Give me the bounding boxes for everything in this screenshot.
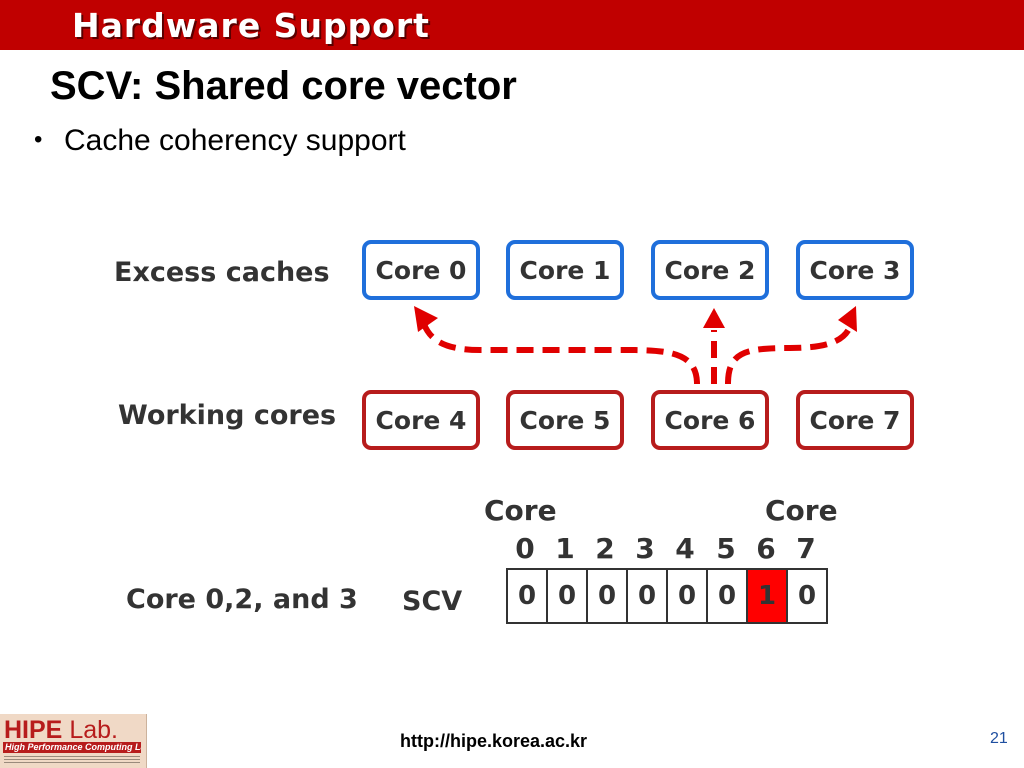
header-bar [0,0,1024,50]
scv-bit-set: 1 [746,568,788,624]
scv-vector-label: SCV [402,586,463,617]
arrow-to-core-0 [421,322,700,385]
logo-lab: Lab. [69,716,118,744]
slide-title: SCV: Shared core vector [50,64,517,108]
bullet-item: • Cache coherency support [34,124,406,158]
excess-caches-label: Excess caches [114,257,330,288]
core-box-2: Core 2 [651,240,769,300]
bullet-text: Cache coherency support [64,124,406,157]
footer-url: http://hipe.korea.ac.kr [400,731,588,751]
scv-bit: 0 [546,568,588,624]
scv-index: 6 [756,532,776,565]
working-cores-label: Working cores [118,400,337,431]
scv-index: 7 [796,532,816,565]
arrowhead-core-3 [838,306,857,332]
core-box-3: Core 3 [796,240,914,300]
scv-bit: 0 [666,568,708,624]
hipe-lab-logo: HIPE Lab. High Performance Computing Lab [0,714,147,768]
scv-core-header-right: Core [765,494,838,527]
logo-subtitle: High Performance Computing Lab [3,742,141,753]
scv-index: 2 [595,532,615,565]
section-title: Hardware Support [72,6,430,45]
scv-bit: 0 [706,568,748,624]
arrowhead-core-2 [703,308,725,328]
arrow-to-core-3 [725,322,854,385]
scv-bit: 0 [786,568,828,624]
scv-index: 3 [635,532,655,565]
scv-index: 4 [675,532,695,565]
scv-bit: 0 [586,568,628,624]
scv-bit: 0 [626,568,668,624]
bullet-dot-icon: • [34,126,43,153]
core-box-5: Core 5 [506,390,624,450]
scv-row-label: Core 0,2, and 3 [126,584,358,615]
core-box-0: Core 0 [362,240,480,300]
scv-core-header-left: Core [484,494,557,527]
logo-fine-print [4,756,140,766]
logo-name: HIPE Lab. [4,716,118,745]
scv-index: 1 [555,532,575,565]
scv-index: 5 [716,532,736,565]
scv-bit: 0 [506,568,548,624]
core-box-7: Core 7 [796,390,914,450]
scv-index: 0 [515,532,535,565]
page-number: 21 [990,730,1008,747]
core-box-1: Core 1 [506,240,624,300]
core-box-4: Core 4 [362,390,480,450]
arrowhead-core-0 [414,306,438,332]
scv-bit-vector: 0 0 0 0 0 0 1 0 [506,568,828,624]
logo-hipe: HIPE [4,716,63,744]
core-box-6: Core 6 [651,390,769,450]
